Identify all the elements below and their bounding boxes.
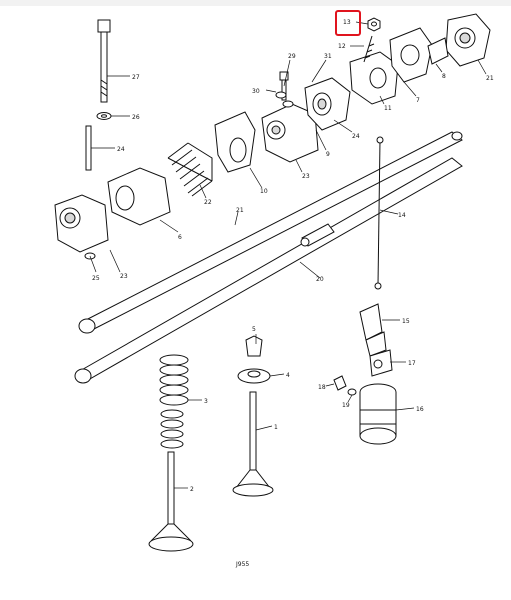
callout-29: 29 bbox=[288, 53, 296, 60]
callout-4: 4 bbox=[286, 372, 290, 379]
adjusting-screw-part bbox=[363, 35, 375, 63]
callout-30: 30 bbox=[252, 88, 260, 95]
coil-spring-part bbox=[167, 142, 213, 197]
locknut-part bbox=[367, 17, 381, 32]
callout-31: 31 bbox=[324, 53, 332, 60]
top-edge bbox=[0, 0, 511, 6]
callout-26: 26 bbox=[132, 114, 140, 121]
callout-5: 5 bbox=[252, 326, 256, 333]
callout-21-right: 21 bbox=[486, 75, 494, 82]
end-bracket-right bbox=[427, 13, 491, 67]
callout-1: 1 bbox=[274, 424, 278, 431]
callout-23-left: 23 bbox=[120, 273, 128, 280]
callout-15: 15 bbox=[402, 318, 410, 325]
valve-part-1 bbox=[232, 391, 274, 497]
callout-18: 18 bbox=[318, 384, 326, 391]
callout-22: 22 bbox=[204, 199, 212, 206]
rocker-arm-centre bbox=[214, 111, 256, 173]
valve-springs-part bbox=[159, 354, 189, 449]
tappet-slider-part bbox=[369, 349, 393, 377]
callout-24-centre: 24 bbox=[352, 133, 360, 140]
callout-27: 27 bbox=[132, 74, 140, 81]
callout-19: 19 bbox=[342, 402, 350, 409]
callout-14: 14 bbox=[398, 212, 406, 219]
washer-part bbox=[96, 112, 112, 120]
callout-8: 8 bbox=[442, 73, 446, 80]
spring-cap-part bbox=[237, 368, 271, 384]
pedestal-bracket-left bbox=[54, 167, 171, 253]
leader-lines bbox=[89, 21, 487, 489]
callout-7: 7 bbox=[416, 97, 420, 104]
short-tube-part bbox=[300, 223, 335, 247]
callout-10: 10 bbox=[260, 188, 268, 195]
spacer-part bbox=[275, 91, 294, 108]
callout-highlight-box bbox=[335, 10, 361, 36]
rocker-arm-top bbox=[349, 27, 433, 105]
callout-9: 9 bbox=[326, 151, 330, 158]
callout-16: 16 bbox=[416, 406, 424, 413]
rocker-shaft-upper bbox=[78, 131, 463, 334]
callout-13: 13 bbox=[343, 19, 351, 26]
small-bolt-part bbox=[333, 375, 347, 391]
callout-2: 2 bbox=[190, 486, 194, 493]
callout-23-centre: 23 bbox=[302, 173, 310, 180]
callout-17: 17 bbox=[408, 360, 416, 367]
valve-part-2 bbox=[148, 451, 194, 552]
dowel-part bbox=[85, 125, 92, 171]
stud-part bbox=[279, 71, 289, 101]
callout-21-upper: 21 bbox=[236, 207, 244, 214]
callout-6-left: 6 bbox=[178, 234, 182, 241]
callout-24-left: 24 bbox=[117, 146, 125, 153]
callout-labels: 27 26 24 6 22 21 25 23 10 23 29 30 24 9 … bbox=[92, 19, 494, 493]
bolt-part bbox=[97, 19, 111, 103]
small-nut-part bbox=[347, 388, 357, 396]
pedestal-bracket-centre bbox=[261, 103, 319, 163]
rocker-arm-right bbox=[304, 77, 351, 131]
callout-20: 20 bbox=[316, 276, 324, 283]
push-rod-part bbox=[374, 136, 384, 290]
tappet-guide-part bbox=[359, 303, 387, 357]
callout-3: 3 bbox=[204, 398, 208, 405]
collets-part bbox=[245, 335, 263, 357]
tappet-part bbox=[359, 383, 397, 445]
drawing-reference: J955 bbox=[235, 561, 249, 568]
callout-12: 12 bbox=[338, 43, 346, 50]
callout-25: 25 bbox=[92, 275, 100, 282]
callout-11: 11 bbox=[384, 105, 392, 112]
